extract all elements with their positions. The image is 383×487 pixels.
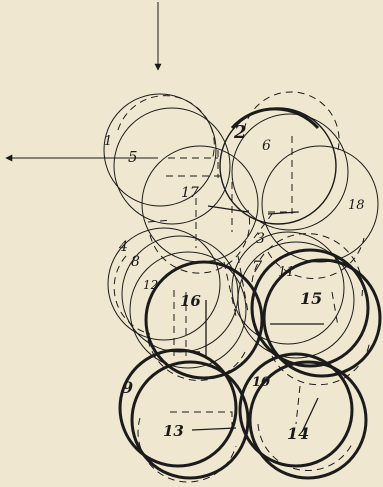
circle-4 <box>107 227 221 341</box>
circle-1 <box>103 93 217 207</box>
circle-9 <box>118 348 238 468</box>
circle-2-heavy-arc <box>230 107 320 130</box>
label-12: 12 <box>143 278 158 292</box>
circle-12 <box>129 251 247 369</box>
label-13: 13 <box>163 422 184 440</box>
circle-17 <box>141 145 259 263</box>
circle-5 <box>113 107 231 225</box>
label-10: 10 <box>252 375 270 390</box>
label-4: 4 <box>118 239 128 255</box>
label-8: 8 <box>131 254 140 270</box>
circle-13 <box>130 360 250 480</box>
label-9: 9 <box>122 378 133 397</box>
circle-11 <box>250 248 370 368</box>
label-14: 14 <box>287 424 309 443</box>
label-3: 3 <box>256 231 265 247</box>
circle-7 <box>237 241 355 359</box>
label-15: 15 <box>300 289 322 308</box>
label-11: 11 <box>278 265 295 280</box>
label-6: 6 <box>262 138 271 154</box>
circle-16 <box>144 260 264 380</box>
circle-6 <box>231 113 349 231</box>
label-7: 7 <box>252 257 263 276</box>
circle-14 <box>248 360 368 480</box>
circle-10 <box>238 352 354 468</box>
label-16: 16 <box>180 292 201 310</box>
label-5: 5 <box>128 148 138 166</box>
label-17: 17 <box>181 185 199 201</box>
circle-3 <box>231 231 345 345</box>
label-18: 18 <box>348 198 365 213</box>
circle-18 <box>261 145 379 263</box>
label-2: 2 <box>233 122 247 143</box>
label-1: 1 <box>104 134 112 149</box>
circle-15 <box>262 258 382 378</box>
